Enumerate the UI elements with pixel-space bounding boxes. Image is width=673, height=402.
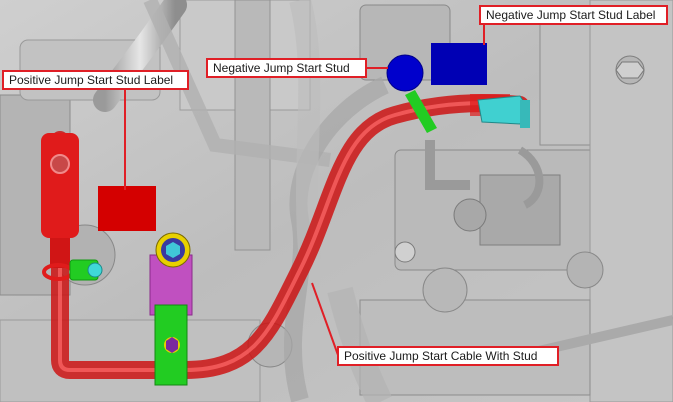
negative-stud-label-callout: Negative Jump Start Stud Label	[479, 5, 668, 25]
negative-jump-start-stud	[386, 54, 424, 92]
bolt-icon	[166, 337, 178, 353]
negative-stud-callout: Negative Jump Start Stud	[206, 58, 367, 78]
positive-stud-label-callout: Positive Jump Start Stud Label	[2, 70, 189, 90]
positive-cable-callout: Positive Jump Start Cable With Stud	[337, 346, 559, 366]
callout-leaders	[124, 24, 485, 356]
cyan-terminal	[477, 95, 530, 128]
negative-stud-strap	[405, 90, 437, 133]
mounting-bracket	[149, 232, 193, 386]
positive-stud-label-block	[98, 186, 156, 231]
negative-stud-label-block	[431, 43, 487, 85]
green-clip	[69, 259, 103, 281]
